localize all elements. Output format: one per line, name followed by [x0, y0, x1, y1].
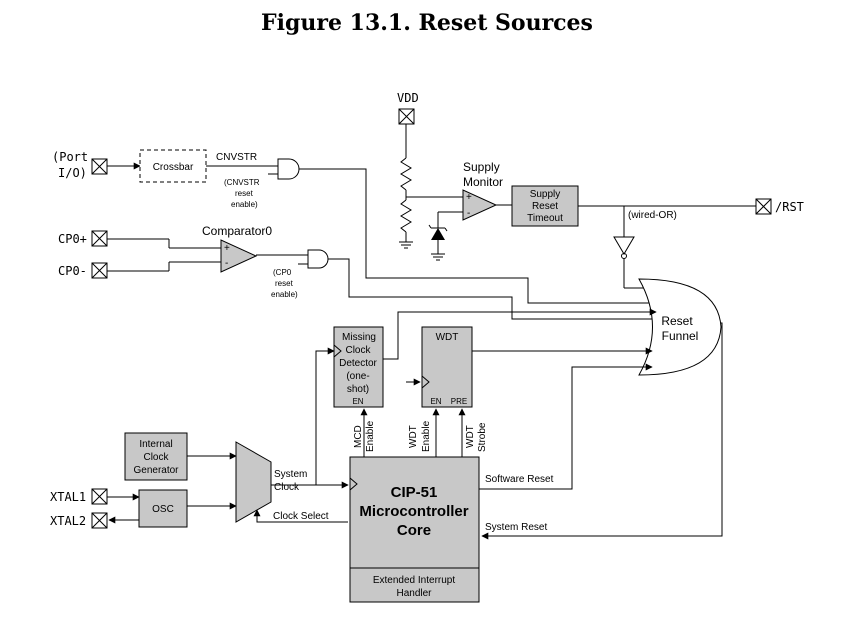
crossbar-box [139, 149, 207, 183]
resistor-top [400, 157, 412, 191]
cp0-enable-1: (CP0 [273, 268, 292, 277]
reset-funnel-gate [638, 278, 722, 376]
svg-text:WDT: WDT [408, 425, 419, 448]
port-io-label-1: (Port [52, 150, 88, 164]
cnvstr-enable-2: reset [235, 189, 254, 198]
comparator0-label: Comparator0 [202, 224, 272, 238]
core-label-1: CIP-51 [391, 484, 438, 501]
reset-funnel-label-2: Funnel [662, 329, 699, 343]
wdt-box [421, 326, 473, 408]
port-io-label-2: I/O) [58, 166, 87, 180]
internal-clock-generator-box [124, 432, 188, 481]
icg-label-3: Generator [133, 465, 179, 476]
supply-monitor-label-2: Monitor [463, 175, 503, 189]
wdt-label: WDT [436, 332, 459, 343]
clock-select-label: Clock Select [273, 511, 329, 522]
rst-label: /RST [775, 200, 804, 214]
osc-label: OSC [152, 504, 174, 515]
core-label-2: Microcontroller [359, 503, 468, 520]
supply-monitor-label-1: Supply [463, 160, 500, 174]
vdd-pin [398, 108, 415, 125]
wdt-enable-label: WDT Enable [408, 420, 432, 452]
svg-text:Strobe: Strobe [477, 422, 488, 452]
cp0-minus-label: CP0- [58, 264, 87, 278]
mcd-label-3: Detector [339, 358, 377, 369]
comparator0-minus: - [225, 258, 228, 269]
comparator0-triangle [220, 239, 258, 273]
core-label-3: Core [397, 522, 431, 539]
cnvstr-and-gate [277, 158, 300, 180]
port-io-pin [91, 158, 108, 175]
system-reset-label: System Reset [485, 522, 547, 533]
cp0-enable-3: enable) [271, 290, 298, 299]
reset-funnel-label-1: Reset [661, 314, 693, 328]
cip51-core-box [349, 456, 480, 603]
supply-reset-timeout-box [511, 185, 579, 227]
supply-monitor-comparator [462, 189, 498, 221]
mcd-label-1: Missing [342, 332, 376, 343]
supply-reset-timeout-label-3: Timeout [527, 213, 563, 224]
eih-label-2: Handler [396, 588, 432, 599]
supply-reset-timeout-label-2: Reset [532, 201, 558, 212]
icg-label-2: Clock [143, 452, 169, 463]
wdt-strobe-label: WDT Strobe [465, 422, 488, 452]
svg-text:Enable: Enable [421, 420, 432, 452]
wdt-pre-label: PRE [451, 397, 467, 406]
system-clock-label-2: Clock [274, 482, 300, 493]
supply-monitor-plus: + [466, 192, 472, 203]
cp0-minus-pin [91, 262, 108, 279]
cp0-and-gate [307, 249, 329, 269]
wdt-en-label: EN [430, 397, 441, 406]
zener-diode [428, 224, 448, 240]
svg-text:WDT: WDT [465, 425, 476, 448]
cp0-enable-2: reset [275, 279, 294, 288]
cnvstr-enable-1: (CNVSTR [224, 178, 260, 187]
icg-label-1: Internal [139, 439, 172, 450]
svg-text:Enable: Enable [365, 420, 376, 452]
mcd-enable-label: MCD Enable [353, 420, 376, 452]
rst-pin [755, 198, 772, 215]
software-reset-label: Software Reset [485, 474, 554, 485]
cp0-plus-pin [91, 230, 108, 247]
rst-buffer [613, 236, 635, 255]
xtal2-label: XTAL2 [50, 514, 86, 528]
wired-or-label: (wired-OR) [628, 210, 677, 221]
ground-symbol-left [399, 241, 413, 249]
supply-monitor-minus: - [467, 208, 470, 219]
mcd-label-2: Clock [345, 345, 371, 356]
missing-clock-detector-box [333, 326, 384, 408]
svg-text:MCD: MCD [353, 425, 364, 448]
clock-mux [235, 441, 272, 523]
crossbar-label: Crossbar [153, 162, 194, 173]
figure-title: Figure 13.1. Reset Sources [261, 10, 593, 36]
mcd-en-label: EN [352, 397, 363, 406]
cnvstr-label: CNVSTR [216, 152, 257, 163]
vdd-label: VDD [397, 91, 419, 105]
supply-reset-timeout-label-1: Supply [530, 189, 561, 200]
xtal1-pin [91, 488, 108, 505]
system-clock-label-1: System [274, 469, 307, 480]
mcd-label-5: shot) [347, 384, 369, 395]
resistor-bottom [400, 199, 412, 233]
xtal1-label: XTAL1 [50, 490, 86, 504]
mcd-label-4: (one- [346, 371, 369, 382]
cp0-plus-label: CP0+ [58, 232, 87, 246]
xtal2-pin [91, 512, 108, 529]
ground-symbol-zener [431, 253, 445, 261]
osc-box [138, 489, 188, 528]
eih-label-1: Extended Interrupt [373, 575, 455, 586]
comparator0-plus: + [224, 243, 230, 254]
cnvstr-enable-3: enable) [231, 200, 258, 209]
